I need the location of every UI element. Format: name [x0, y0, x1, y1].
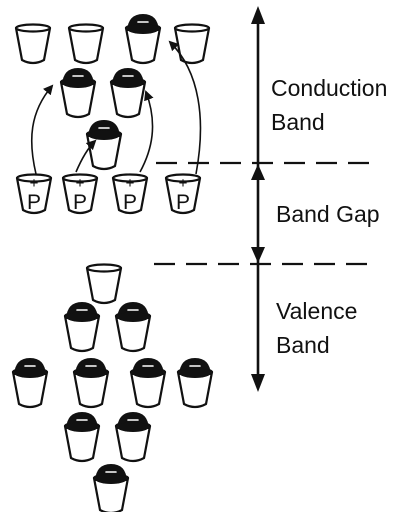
valence-bucket [129, 358, 167, 409]
bucket-body [14, 26, 52, 65]
bucket-body [173, 26, 211, 65]
valence-bucket [92, 464, 130, 512]
valence-band-label-line1: Valence [276, 298, 357, 324]
bucket-body [63, 314, 101, 353]
bucket-body [72, 370, 110, 409]
bucket-body [11, 370, 49, 409]
electron-icon [95, 464, 127, 484]
electron-icon [14, 358, 46, 378]
bucket-rim [67, 23, 105, 33]
bucket-rim [173, 23, 211, 33]
gap-bottom-arrowhead-icon [251, 247, 265, 263]
electron-icon [117, 412, 149, 432]
electron-icon [117, 302, 149, 322]
bucket-body [59, 80, 97, 119]
bucket-body [114, 314, 152, 353]
valence-bucket [114, 412, 152, 463]
electron-icon [88, 120, 120, 140]
excitation-arrows [30, 40, 202, 175]
conduction-bucket [109, 68, 147, 119]
phosphorus-letter: P [176, 191, 190, 214]
bucket-body [164, 176, 202, 215]
valence-band-label-line2: Band [276, 332, 330, 358]
bucket-body [63, 424, 101, 463]
excitation-arrow-icon [168, 40, 202, 175]
electron-icon [127, 14, 159, 34]
axis-bottom-arrowhead-icon [251, 374, 265, 392]
valence-bucket [114, 302, 152, 353]
conduction-bucket [14, 23, 52, 65]
bucket-rim [15, 173, 53, 183]
bucket-body [129, 370, 167, 409]
valence-bucket [63, 302, 101, 353]
bucket-rim [111, 173, 149, 183]
conduction-bucket [173, 23, 211, 65]
phosphorus-letter: P [73, 191, 87, 214]
valence-bucket [85, 263, 123, 305]
bucket-body [85, 266, 123, 305]
electron-icon [132, 358, 164, 378]
conduction-bucket [124, 14, 162, 65]
bucket-body [61, 176, 99, 215]
positive-charge-symbol: + [126, 175, 135, 192]
electron-icon [75, 358, 107, 378]
phosphorus-letter: P [123, 191, 137, 214]
donor-bucket: +P [61, 173, 99, 215]
valence-bucket [176, 358, 214, 409]
conduction-bucket [67, 23, 105, 65]
bucket-body [114, 424, 152, 463]
bucket-body [67, 26, 105, 65]
excitation-arrow-icon [30, 84, 54, 175]
band-gap-label: Band Gap [276, 201, 380, 227]
valence-bucket [72, 358, 110, 409]
bucket-rim [85, 263, 123, 273]
electron-icon [66, 302, 98, 322]
bucket-body [124, 26, 162, 65]
conduction-bucket [85, 120, 123, 171]
electron-icon [179, 358, 211, 378]
electron-icon [62, 68, 94, 88]
positive-charge-symbol: + [30, 175, 39, 192]
bucket-body [15, 176, 53, 215]
donor-bucket: +P [111, 173, 149, 215]
phosphorus-letter: P [27, 191, 41, 214]
positive-charge-symbol: + [76, 175, 85, 192]
bucket-rim [61, 173, 99, 183]
gap-top-arrowhead-icon [251, 164, 265, 180]
positive-charge-symbol: + [179, 175, 188, 192]
bucket-body [92, 476, 130, 512]
conduction-band-label-line2: Band [271, 109, 325, 135]
axis-top-arrowhead-icon [251, 6, 265, 24]
bucket-rim [14, 23, 52, 33]
conduction-bucket [59, 68, 97, 119]
bucket-body [176, 370, 214, 409]
donor-bucket: +P [164, 173, 202, 215]
bucket-group: +P+P+P+P [11, 14, 214, 512]
valence-bucket [63, 412, 101, 463]
bucket-body [109, 80, 147, 119]
valence-bucket [11, 358, 49, 409]
bucket-rim [164, 173, 202, 183]
electron-icon [66, 412, 98, 432]
bucket-body [111, 176, 149, 215]
donor-bucket: +P [15, 173, 53, 215]
electron-icon [112, 68, 144, 88]
excitation-arrow-icon [139, 90, 154, 173]
conduction-band-label-line1: Conduction [271, 75, 387, 101]
excitation-arrow-icon [75, 139, 97, 173]
